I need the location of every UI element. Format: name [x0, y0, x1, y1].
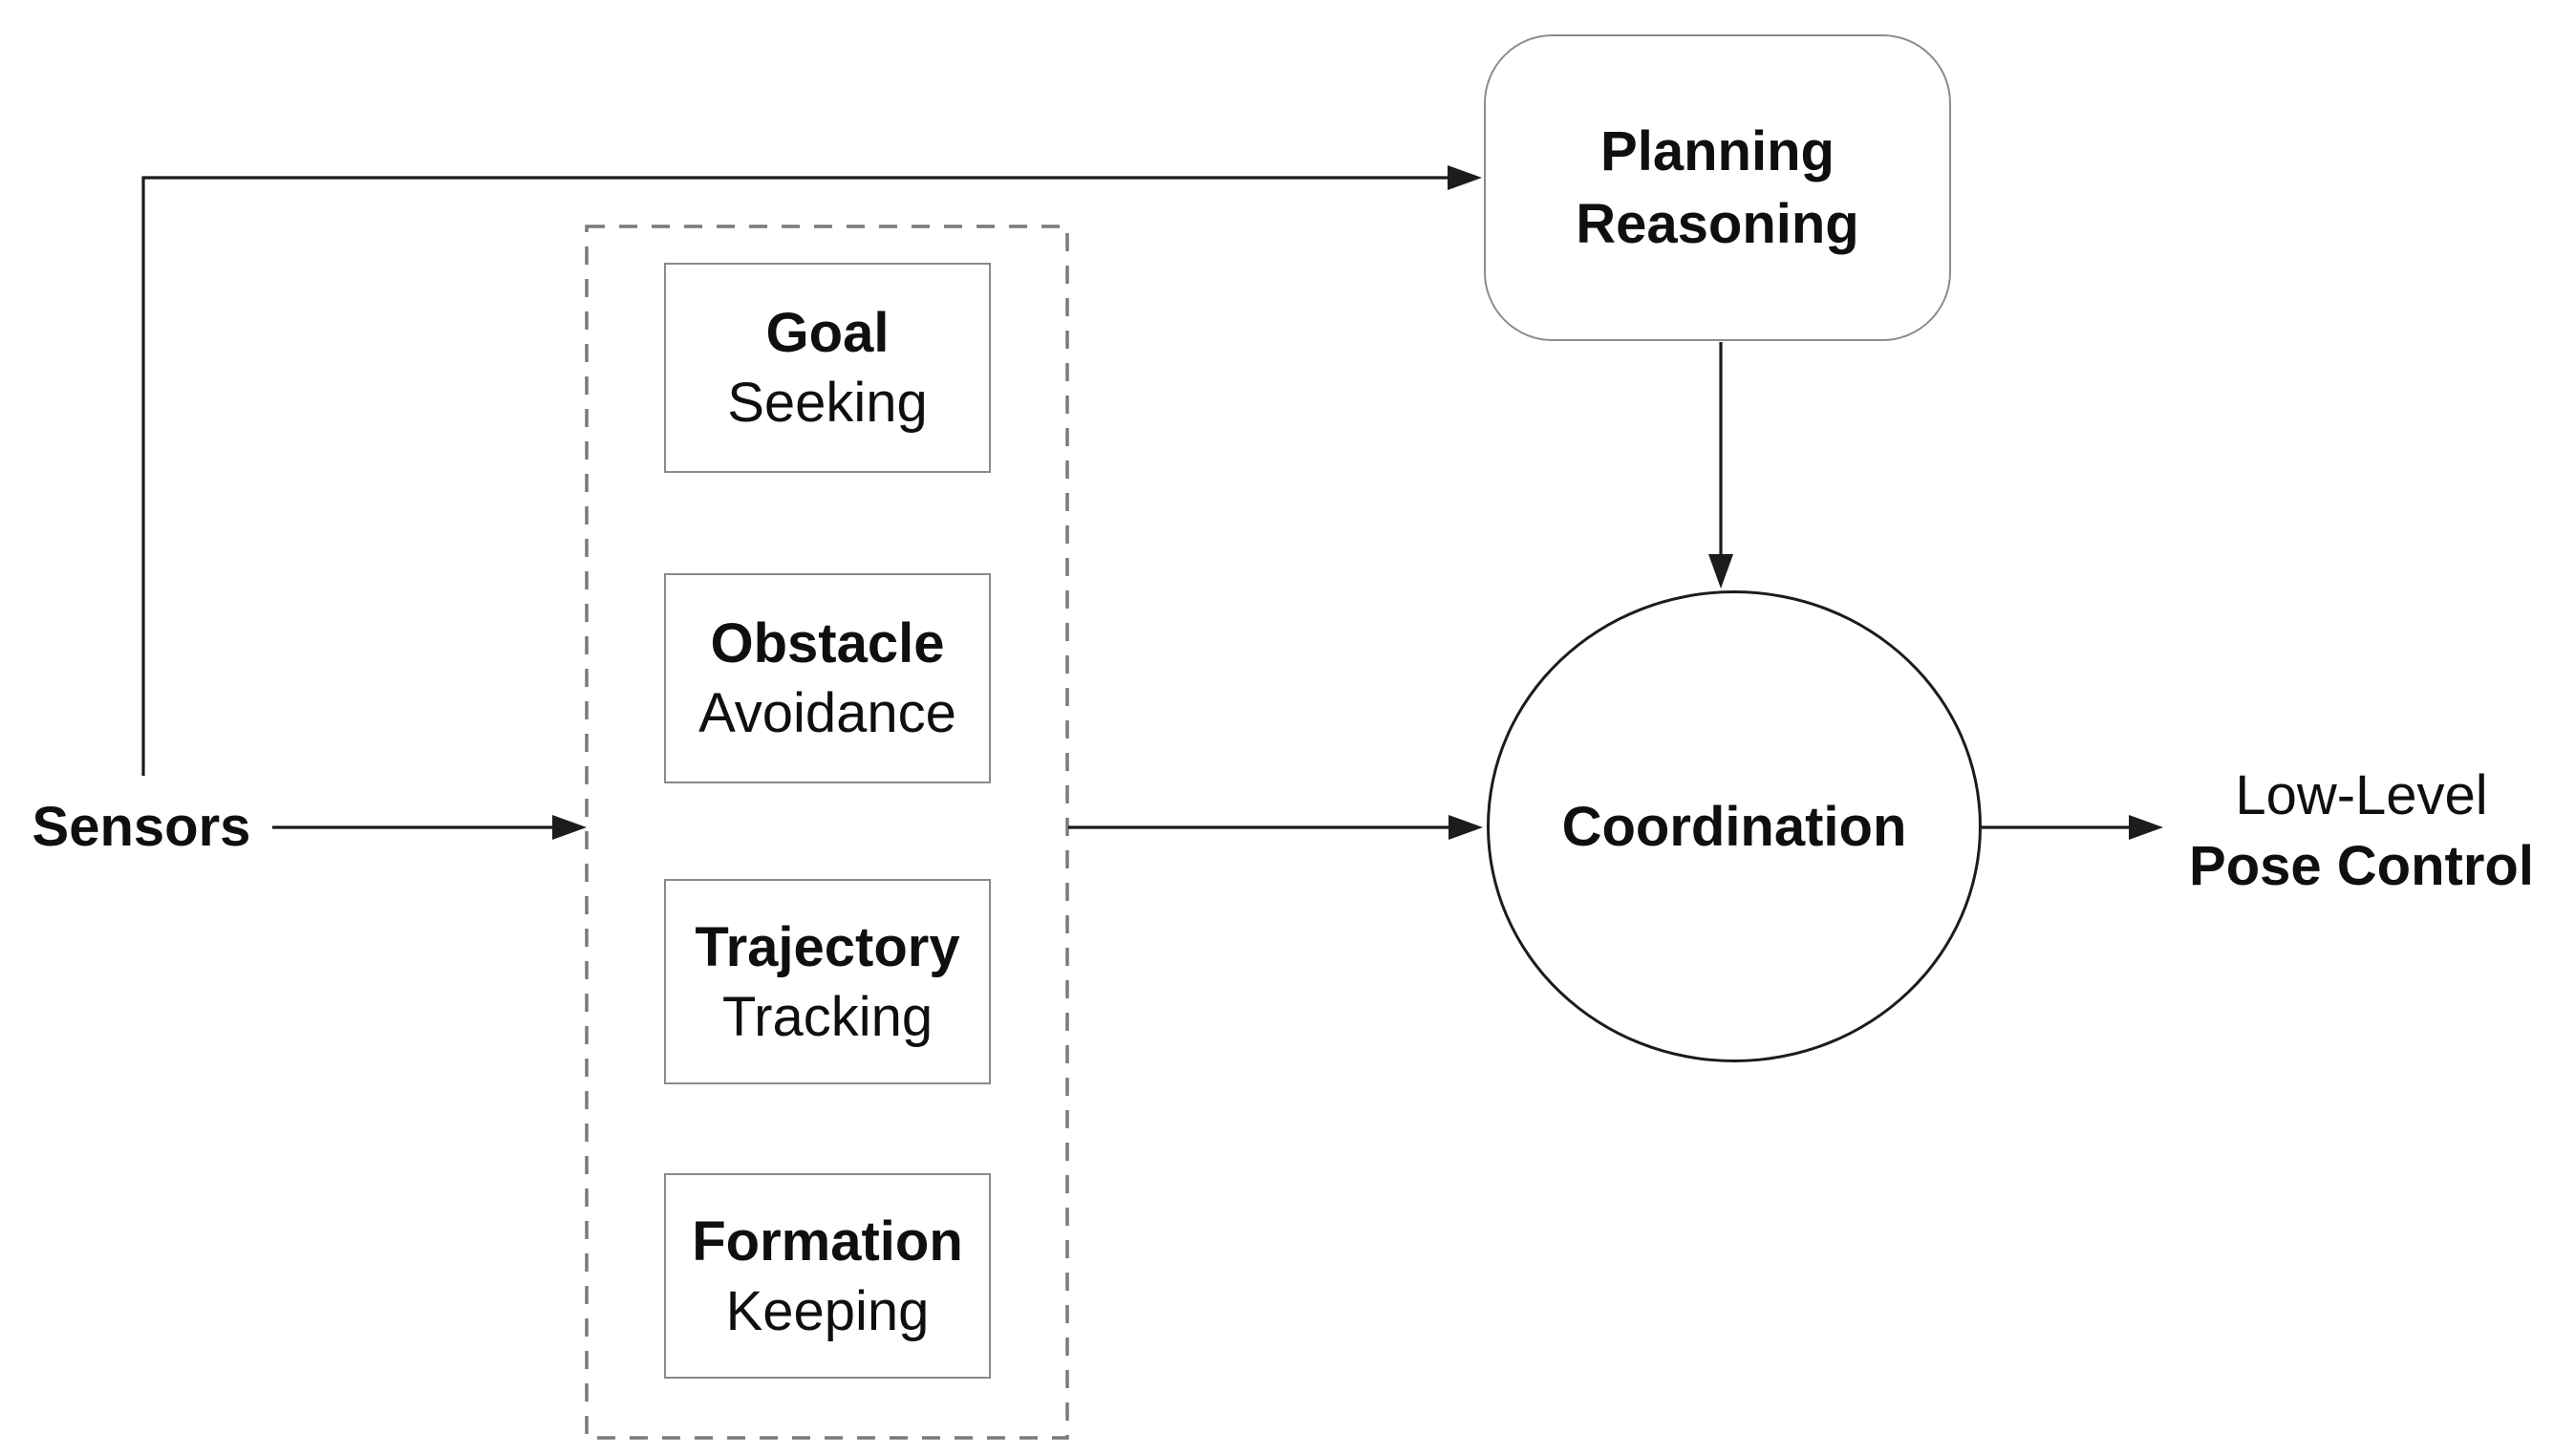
- behavior-box-goal-seeking-line1: Goal: [765, 302, 890, 364]
- sensors-label: Sensors: [32, 796, 251, 858]
- behavior-box-formation-keeping-line2: Keeping: [725, 1279, 930, 1342]
- behavior-box-trajectory-tracking-line2: Tracking: [721, 985, 934, 1048]
- planning-node-line1: Planning: [1600, 119, 1835, 182]
- behavior-box-trajectory-tracking: Trajectory Tracking: [664, 879, 991, 1084]
- planning-node: Planning Reasoning: [1484, 34, 1951, 341]
- behavior-box-goal-seeking-line2: Seeking: [727, 372, 928, 434]
- behavior-box-formation-keeping-line1: Formation: [692, 1210, 963, 1273]
- behavior-box-obstacle-avoidance-line2: Avoidance: [698, 682, 956, 744]
- arrow-behaviors-to-coordination: [1068, 815, 1483, 840]
- arrow-planning-to-coordination: [1708, 342, 1733, 589]
- behavior-group-dashed-box: [585, 225, 1069, 1440]
- behavior-box-formation-keeping: Formation Keeping: [664, 1173, 991, 1379]
- coordination-label: Coordination: [1561, 795, 1907, 858]
- behavior-box-obstacle-avoidance: Obstacle Avoidance: [664, 573, 991, 783]
- behavior-box-trajectory-tracking-line1: Trajectory: [695, 915, 960, 978]
- planning-node-line2: Reasoning: [1576, 192, 1859, 255]
- arrow-sensors-to-planning: [141, 165, 1482, 776]
- arrow-coordination-to-output: [1982, 815, 2163, 840]
- output-label: Low-Level Pose Control: [2169, 760, 2554, 902]
- behavior-box-goal-seeking: Goal Seeking: [664, 263, 991, 473]
- arrow-sensors-to-behaviors: [272, 815, 587, 840]
- behavior-box-obstacle-avoidance-line1: Obstacle: [710, 612, 945, 674]
- output-label-line2: Pose Control: [2189, 835, 2534, 897]
- output-label-line1: Low-Level: [2235, 764, 2488, 826]
- coordination-node: Coordination: [1487, 590, 1982, 1062]
